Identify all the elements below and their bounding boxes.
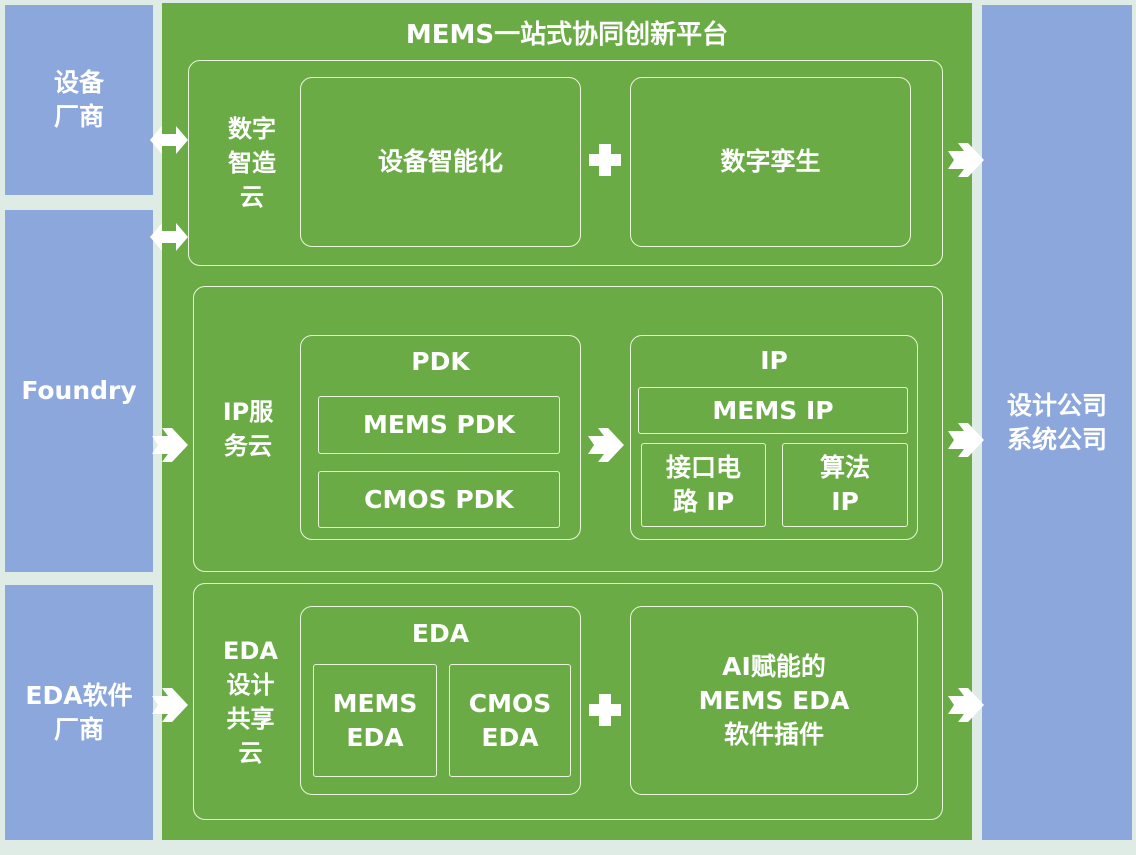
box-label: 算法 IP — [819, 453, 870, 516]
party-foundry: Foundry — [5, 210, 153, 572]
pdk-group — [300, 335, 581, 540]
box-interface-ip: 接口电路 IP — [641, 443, 766, 527]
section-digital-cloud — [188, 60, 943, 266]
double-arrow-icon — [150, 223, 188, 251]
party-label: Foundry — [21, 376, 137, 405]
arrow-right-icon — [152, 428, 188, 462]
section-label: EDA设计共享云 — [223, 636, 278, 767]
arrow-right-icon — [588, 428, 624, 462]
box-label: MEMS EDA — [332, 688, 418, 752]
pdk-title: PDK — [411, 347, 470, 376]
section-ip-cloud — [193, 286, 943, 572]
plus-icon — [589, 694, 621, 726]
arrow-right-icon — [152, 688, 188, 722]
platform-title: MEMS一站式协同创新平台 — [405, 20, 729, 50]
party-design-companies: 设计公司系统公司 — [982, 5, 1132, 840]
box-cmos-pdk: CMOS PDK — [318, 471, 560, 528]
section-label: 数字智造云 — [228, 115, 276, 211]
section-eda-cloud — [193, 583, 943, 820]
section-label-wrap: 数字智造云 — [217, 60, 287, 266]
box-label: AI赋能的MEMS EDA软件插件 — [698, 651, 850, 749]
plus-icon — [589, 144, 621, 176]
party-equipment-vendor: 设备厂商 — [5, 5, 153, 195]
double-arrow-icon — [150, 126, 188, 154]
box-algorithm-ip: 算法 IP — [782, 443, 908, 527]
box-digital-twin: 数字孪生 — [630, 77, 911, 247]
party-eda-vendor: EDA软件厂商 — [5, 585, 153, 840]
platform-panel — [162, 3, 972, 840]
box-mems-ip: MEMS IP — [638, 387, 908, 434]
ip-title: IP — [760, 346, 788, 375]
box-label: 接口电路 IP — [665, 453, 741, 516]
arrow-right-icon — [948, 688, 984, 722]
box-mems-eda: MEMS EDA — [313, 664, 437, 777]
ip-group — [630, 335, 918, 540]
arrow-right-icon — [948, 143, 984, 177]
box-cmos-eda: CMOS EDA — [449, 664, 571, 777]
party-label: 设计公司系统公司 — [1006, 390, 1107, 454]
section-label: IP服务云 — [222, 398, 274, 460]
section-label-wrap: IP服务云 — [213, 286, 283, 572]
box-label: CMOS EDA — [468, 688, 552, 752]
box-equipment-intelligence: 设备智能化 — [300, 77, 581, 247]
box-ai-eda-plugin: AI赋能的MEMS EDA软件插件 — [630, 606, 918, 795]
section-label-wrap: EDA设计共享云 — [213, 583, 288, 820]
eda-group — [300, 606, 581, 795]
arrow-right-icon — [948, 423, 984, 457]
party-label: EDA软件厂商 — [25, 680, 133, 744]
party-label: 设备厂商 — [53, 68, 104, 131]
box-mems-pdk: MEMS PDK — [318, 396, 560, 454]
eda-title: EDA — [411, 619, 470, 648]
